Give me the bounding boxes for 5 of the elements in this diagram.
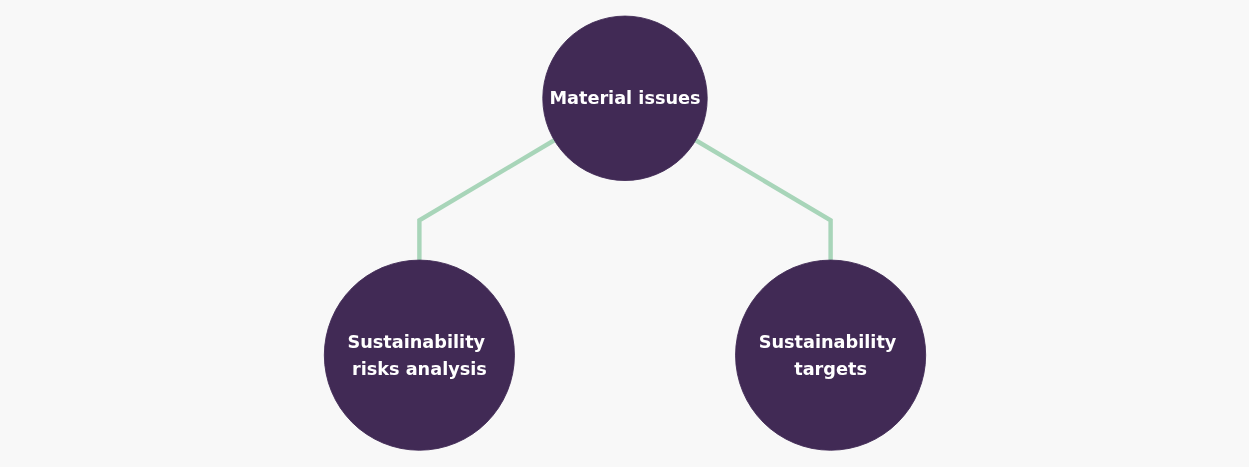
connector — [416, 138, 555, 261]
node-circle: Sustainability risks analysis — [323, 260, 515, 451]
node-circle: Sustainability targets — [734, 260, 926, 451]
connector — [694, 138, 833, 261]
node-circle: Material issues — [541, 16, 708, 182]
